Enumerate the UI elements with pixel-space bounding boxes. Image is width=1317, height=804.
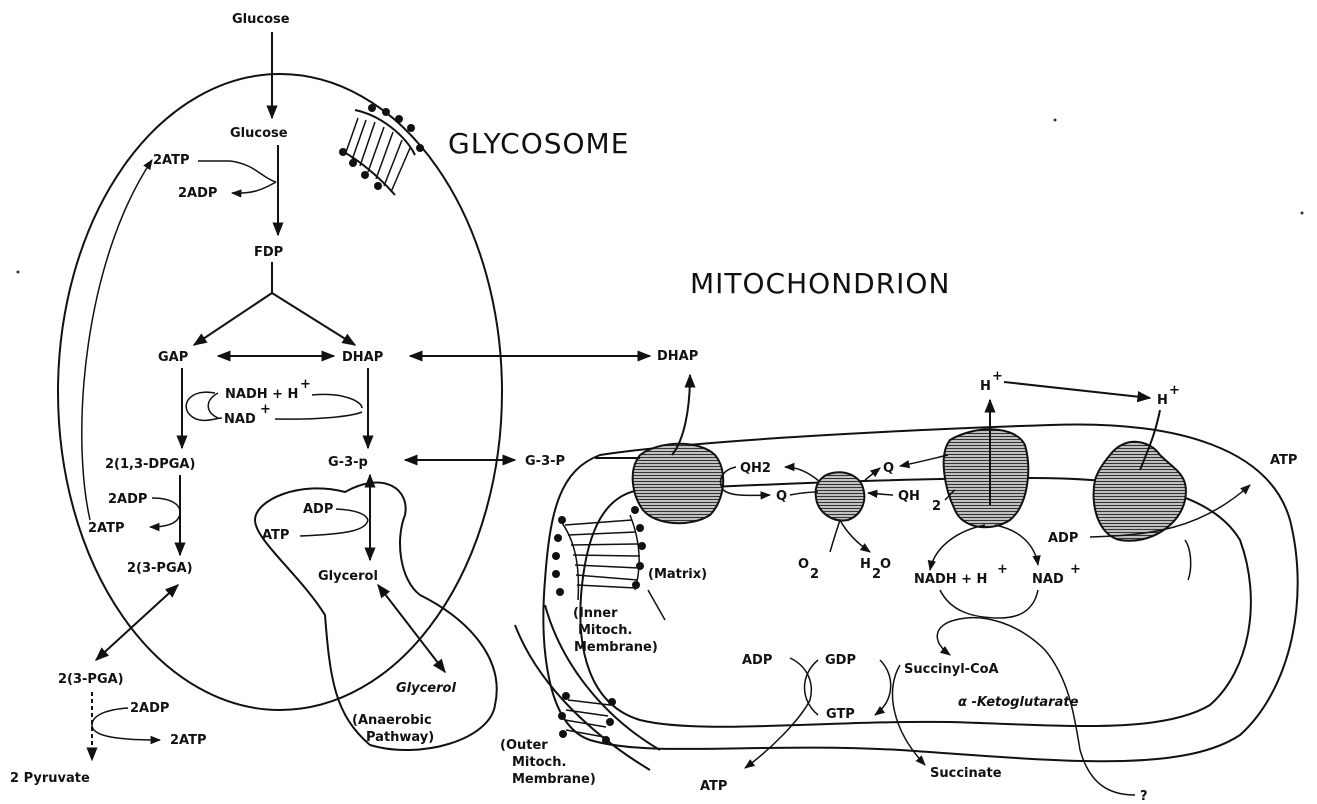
cytochrome-complex-small bbox=[816, 472, 865, 520]
glycosome-title: GLYCOSOME bbox=[448, 127, 629, 160]
adp-2-mid-label: 2ADP bbox=[108, 492, 147, 507]
inner-membrane-label-1: (Inner bbox=[573, 606, 618, 621]
nadh-h-mito-plus: + bbox=[997, 562, 1008, 577]
succinyl-coa-label: Succinyl-CoA bbox=[904, 662, 999, 677]
h2o-o-label: O bbox=[880, 557, 891, 572]
mitochondrion-compartment: MITOCHONDRION bbox=[500, 267, 1298, 804]
mitochondrion-title: MITOCHONDRION bbox=[690, 267, 950, 300]
adp-glycerol-label: ADP bbox=[303, 502, 333, 517]
outer-membrane-label-3: Membrane) bbox=[512, 772, 596, 787]
adp-2-bottom-label: 2ADP bbox=[130, 701, 169, 716]
atp-bottom-label: ATP bbox=[700, 779, 727, 794]
pyruvate-label: 2 Pyruvate bbox=[10, 771, 90, 786]
atp-synthase bbox=[1094, 442, 1186, 541]
anaerobic-pathway-label-2: Pathway) bbox=[366, 730, 434, 745]
g3p-outside-label: G-3-P bbox=[525, 454, 565, 469]
adp-right-label: ADP bbox=[1048, 531, 1078, 546]
h2o-h-label: H bbox=[860, 557, 871, 572]
o2-label: O bbox=[798, 557, 809, 572]
inner-membrane-label-3: Membrane) bbox=[574, 640, 658, 655]
atp-2-bottom-label: 2ATP bbox=[170, 733, 207, 748]
question-label: ? bbox=[1140, 789, 1148, 804]
nad-plus-superscript: + bbox=[260, 402, 271, 417]
nadh-h-mito-label: NADH + H bbox=[914, 572, 987, 587]
q-left-label: Q bbox=[776, 489, 787, 504]
nad-glycosome-label: NAD bbox=[224, 412, 256, 427]
fdp-label: FDP bbox=[254, 245, 283, 260]
outer-membrane-label-2: Mitoch. bbox=[512, 755, 566, 770]
outer-membrane-label-1: (Outer bbox=[500, 738, 548, 753]
dhap-outside-label: DHAP bbox=[657, 349, 698, 364]
h-top-left-label: H bbox=[980, 379, 991, 394]
nad-mito-plus: + bbox=[1070, 562, 1081, 577]
glucose-outside-label: Glucose bbox=[232, 12, 290, 27]
pga-inside-label: 2(3-PGA) bbox=[127, 561, 193, 576]
dhap-label: DHAP bbox=[342, 350, 383, 365]
pga-outside-label: 2(3-PGA) bbox=[58, 672, 124, 687]
h-plus-superscript: + bbox=[300, 377, 311, 392]
gdp-label: GDP bbox=[825, 653, 856, 668]
glucose-inside-label: Glucose bbox=[230, 126, 288, 141]
atp-right-label: ATP bbox=[1270, 453, 1297, 468]
anaerobic-pathway-label-1: (Anaerobic bbox=[352, 713, 432, 728]
succinate-label: Succinate bbox=[930, 766, 1002, 781]
nad-mito-label: NAD bbox=[1032, 572, 1064, 587]
adp-2-top-label: 2ADP bbox=[178, 186, 217, 201]
inner-membrane-label-2: Mitoch. bbox=[578, 623, 632, 638]
adp-bottom-label: ADP bbox=[742, 653, 772, 668]
gap-label: GAP bbox=[158, 350, 188, 365]
h-top-left-plus: + bbox=[992, 369, 1003, 384]
atp-2-mid-label: 2ATP bbox=[88, 521, 125, 536]
qh2-left-label: QH2 bbox=[740, 461, 771, 476]
qh2-right-subscript: 2 bbox=[932, 499, 941, 514]
matrix-label: (Matrix) bbox=[648, 567, 707, 582]
ketoglutarate-label: α -Ketoglutarate bbox=[958, 695, 1079, 710]
gtp-label: GTP bbox=[826, 707, 855, 722]
atp-glycerol-label: ATP bbox=[262, 528, 289, 543]
complex-one bbox=[944, 429, 1029, 527]
qh2-right-label: QH bbox=[898, 489, 920, 504]
g3p-dehydrogenase-complex bbox=[633, 444, 724, 523]
atp-2-top-label: 2ATP bbox=[153, 153, 190, 168]
glycerol-outside-label: Glycerol bbox=[396, 681, 456, 696]
dpga-label: 2(1,3-DPGA) bbox=[105, 457, 195, 472]
glycosome-compartment: GLYCOSOME Glucose Glucose 2ATP 2ADP FDP … bbox=[58, 12, 650, 710]
h-top-right-label: H bbox=[1157, 393, 1168, 408]
nadh-h-glycosome-label: NADH + H bbox=[225, 387, 298, 402]
o2-subscript: 2 bbox=[810, 567, 819, 582]
g3p-label: G-3-p bbox=[328, 455, 368, 470]
glycerol-inside-label: Glycerol bbox=[318, 569, 378, 584]
h-top-right-plus: + bbox=[1169, 383, 1180, 398]
glycosome-membrane-transporter bbox=[339, 104, 424, 195]
q-right-label: Q bbox=[883, 461, 894, 476]
